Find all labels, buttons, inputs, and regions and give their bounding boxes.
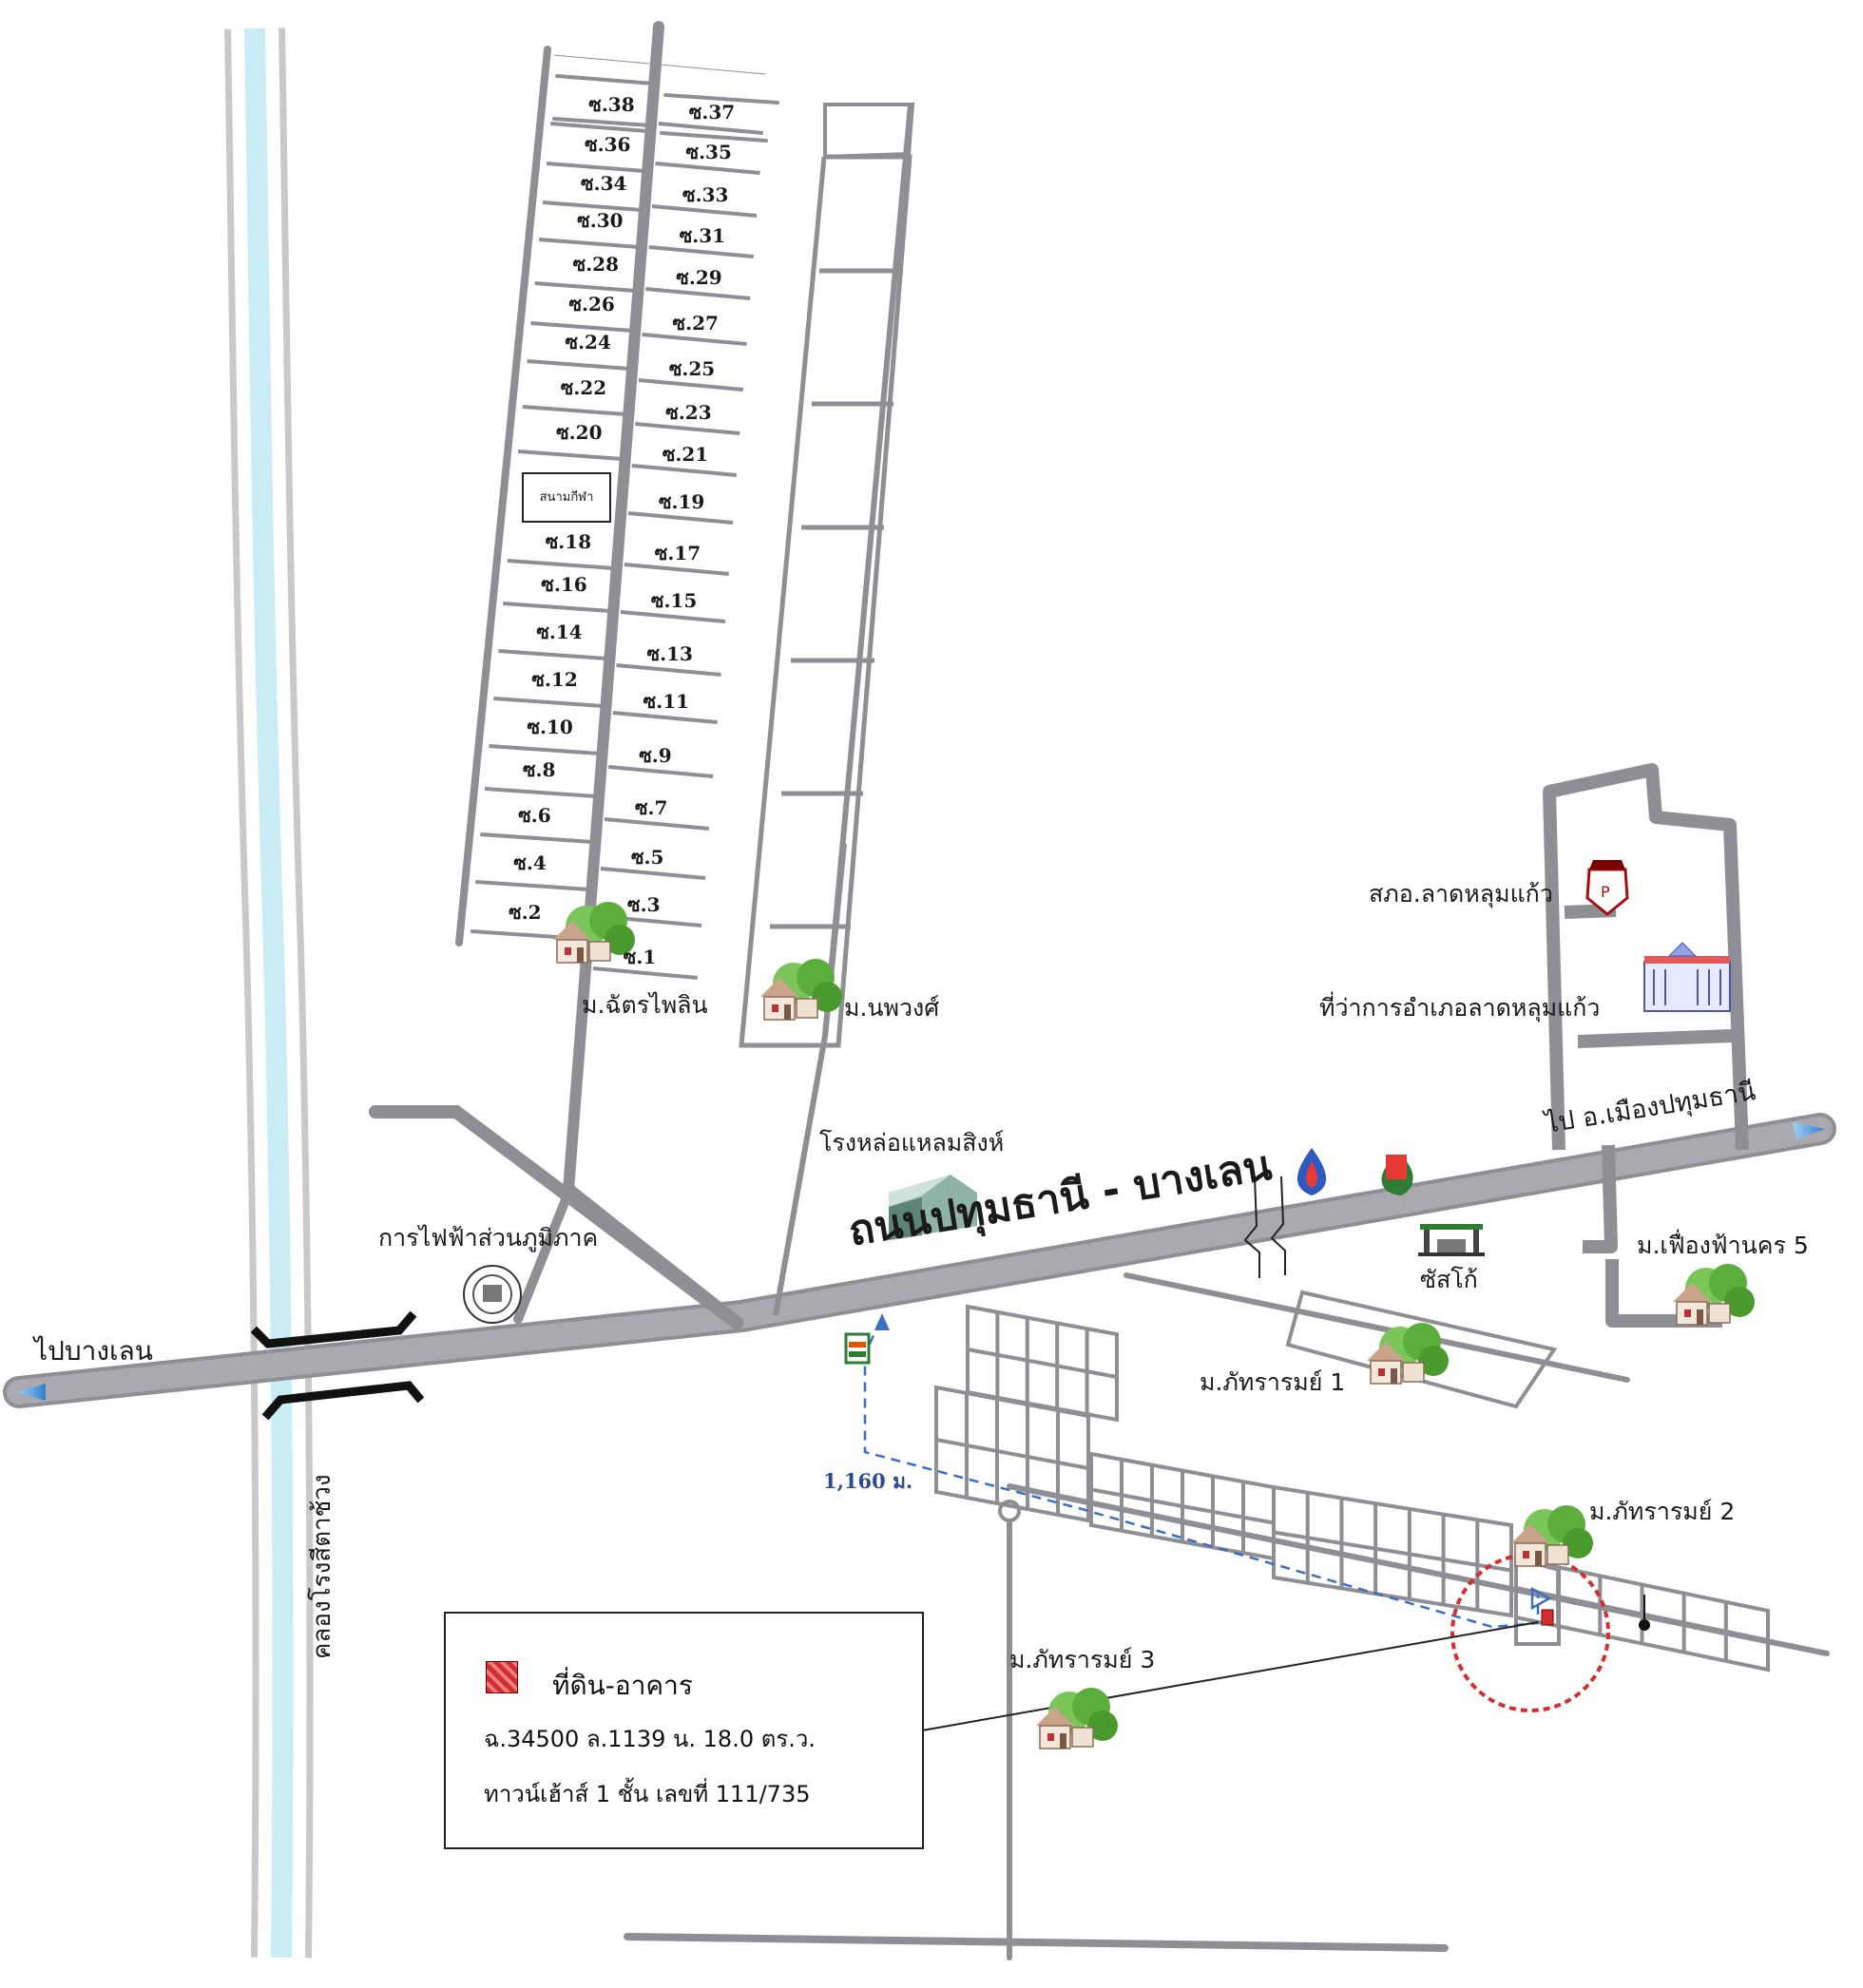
soi-right-label: ซ.23 [665,401,712,424]
soi-left-label: ซ.10 [527,716,573,738]
soi-left-label: ซ.4 [513,851,547,874]
house-icon [1367,1323,1449,1385]
soi-right-label: ซ.31 [679,224,726,247]
soi-right-label: ซ.33 [682,183,729,206]
legend-box: ที่ดิน-อาคาร ฉ.34500 ล.1139 น. 18.0 ตร.ว… [444,1612,924,1849]
sasco-station-icon [1418,1224,1485,1256]
soi-left-label: ซ.8 [522,758,556,781]
phattharam-blocks [934,1290,1770,1673]
soi-left-label: ซ.20 [556,421,603,444]
house-icon [1511,1505,1593,1567]
soi-right-label: ซ.37 [688,101,736,124]
pea-logo-icon [463,1265,522,1324]
soi-left-label: ซ.28 [572,253,619,276]
brewery-label: โรงหล่อแหลมสิงห์ [819,1129,1005,1156]
soi-right-label: ซ.27 [672,312,719,335]
soi-right-label: ซ.7 [634,796,668,819]
police-label: สภอ.ลาดหลุมแก้ว [1369,880,1553,908]
soi-right-label: ซ.21 [662,443,709,466]
soi-right-label: ซ.25 [668,357,716,380]
soi-right-label: ซ.3 [627,893,661,916]
soi-left-label: ซ.14 [536,621,583,643]
soi-left-label: ซ.12 [531,668,578,691]
house-icons [553,902,1755,1749]
legend-deed: ฉ.34500 ล.1139 น. 18.0 ตร.ว. [484,1726,816,1752]
distance-label: 1,160 ม. [823,1469,913,1493]
soi-left-label: ซ.24 [565,331,611,354]
route-end-arrow-icon [1530,1586,1552,1611]
noppawong-blocks [739,154,912,1048]
phueangfa-label: ม.เฟื่องฟ้านคร 5 [1637,1232,1809,1259]
soi-left-label: ซ.2 [509,901,542,924]
noppawong-label: ม.นพวงศ์ [844,994,940,1022]
legend-building: ทาวน์เฮ้าส์ 1 ชั้น เลขที่ 111/735 [484,1781,811,1807]
warehouse-icon [889,1175,977,1240]
soi-left-label: ซ.38 [588,93,635,116]
road-break-icon [1243,1176,1286,1278]
soi-left-label: ซ.18 [545,530,592,553]
leader-line [921,1621,1539,1731]
soi-network [455,21,779,1195]
pea-roads [369,1105,743,1329]
soi-left-label: ซ.16 [541,573,587,596]
land-swatch-icon [486,1661,518,1693]
house-icon [760,959,842,1021]
soi-right-label: ซ.9 [639,744,672,767]
arrow-west-icon [17,1384,46,1401]
soi-right-label: ซ.1 [623,946,657,968]
soi-right-label: ซ.13 [646,642,693,665]
house-icon [1673,1264,1755,1326]
soi-lines [471,122,763,980]
pea-label: การไฟฟ้าส่วนภูมิภาค [378,1224,599,1252]
soi-left-label: ซ.26 [568,293,615,315]
phattharam2-label: ม.ภัทรารมย์ 2 [1589,1498,1736,1525]
soi-left-label: ซ.36 [585,133,631,156]
soi-right-label: ซ.29 [676,266,722,289]
stadium-box: สนามกีฬา [522,472,611,523]
house-icon [1036,1688,1118,1749]
soi-left-label: ซ.30 [577,209,624,232]
chatphailin-label: ม.ฉัตรไพลิน [582,991,708,1019]
gas-station-icon [1381,1155,1413,1195]
house-icon [553,902,635,964]
svg-text:P: P [1601,883,1610,901]
to-banglen-label: ไปบางเลน [34,1335,153,1367]
district-office-label: ที่ว่าการอำเภอลาดหลุมแก้ว [1319,994,1601,1022]
phattharam3-label: ม.ภัทรารมย์ 3 [1009,1646,1156,1673]
soi-right-label: ซ.35 [685,141,732,163]
store-icon [844,1332,871,1365]
route-arrow-icon [874,1313,890,1330]
sasco-label: ซัสโก้ [1420,1266,1478,1293]
phattharam1-label: ม.ภัทรารมย์ 1 [1200,1368,1346,1396]
canal-label: คลองโรงสีตาช้วง [308,1474,336,1659]
soi-right-label: ซ.17 [654,542,701,564]
main-road [3,1113,1836,1408]
office-building-icon [1643,942,1731,1012]
soi-left-label: ซ.6 [518,804,551,827]
target-plot-icon [1541,1609,1554,1626]
ptt-station-icon [1296,1148,1327,1195]
legend-title: ที่ดิน-อาคาร [552,1670,693,1701]
police-badge-icon: P [1585,860,1629,916]
soi-left-label: ซ.34 [581,172,627,195]
soi-right-label: ซ.15 [650,589,698,612]
soi-right-label: ซ.11 [643,690,690,713]
soi-right-label: ซ.5 [630,846,664,869]
bridge-icon [250,1310,425,1421]
arrow-east-icon [1793,1122,1825,1139]
soi-right-label: ซ.19 [658,490,705,513]
canal [224,28,314,1959]
stadium-label: สนามกีฬา [539,490,594,505]
soi-left-label: ซ.22 [560,376,607,399]
